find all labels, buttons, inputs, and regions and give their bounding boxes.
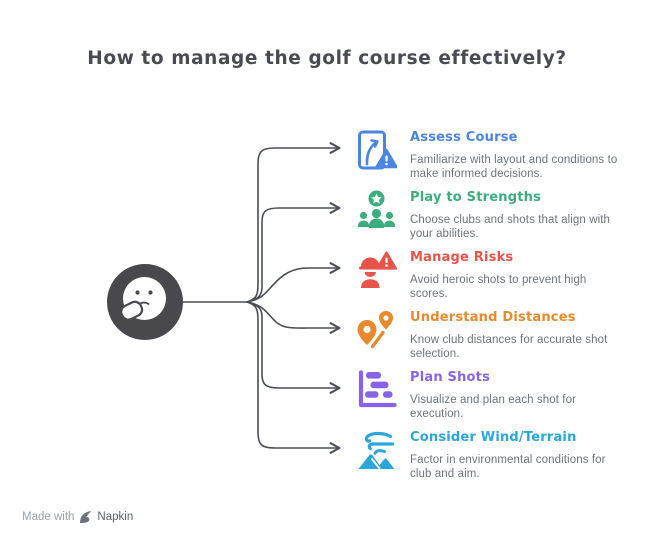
map-route-warning-icon bbox=[358, 130, 397, 170]
branch-item-plan-shots: Plan Shots Visualize and plan each shot … bbox=[356, 370, 625, 421]
gantt-chart-icon bbox=[358, 370, 397, 408]
branch-label: Consider Wind/Terrain bbox=[410, 430, 577, 445]
team-ball-icon bbox=[358, 190, 395, 228]
thinking-face-icon bbox=[120, 277, 166, 321]
branch-description: Avoid heroic shots to prevent high score… bbox=[410, 274, 587, 300]
branch-item-understand-distances: Understand Distances Know club distances… bbox=[356, 310, 625, 361]
worker-warning-icon bbox=[359, 251, 397, 288]
branch-label: Understand Distances bbox=[410, 310, 576, 325]
made-with-napkin-watermark: Made with Napkin bbox=[22, 510, 133, 524]
branch-description: Factor in environmental conditions for c… bbox=[410, 454, 606, 480]
branch-item-play-to-strengths: Play to Strengths Choose clubs and shots… bbox=[356, 190, 625, 241]
branch-arrow-4 bbox=[246, 301, 341, 334]
branch-label: Assess Course bbox=[410, 130, 518, 145]
brand-text: Napkin bbox=[97, 511, 134, 523]
branch-description: Familiarize with layout and conditions t… bbox=[410, 154, 618, 180]
branch-item-consider-wind-terrain: Consider Wind/Terrain Factor in environm… bbox=[356, 430, 625, 481]
branch-label: Plan Shots bbox=[410, 370, 491, 385]
branch-arrow-2 bbox=[246, 202, 341, 303]
branch-description: Choose clubs and shots that align with y… bbox=[410, 214, 611, 240]
wind-terrain-icon bbox=[358, 431, 395, 470]
branch-lines bbox=[182, 142, 341, 454]
branch-label: Play to Strengths bbox=[410, 190, 542, 205]
page-title: How to manage the golf course effectivel… bbox=[87, 48, 567, 69]
branch-arrow-5 bbox=[246, 301, 341, 394]
branch-label: Manage Risks bbox=[410, 250, 514, 265]
napkin-logo-icon bbox=[80, 511, 92, 523]
center-node bbox=[107, 264, 183, 340]
branch-item-manage-risks: Manage Risks Avoid heroic shots to preve… bbox=[356, 250, 625, 301]
branch-description: Visualize and plan each shot for executi… bbox=[410, 394, 577, 420]
branch-arrow-3 bbox=[246, 262, 341, 303]
branch-item-assess-course: Assess Course Familiarize with layout an… bbox=[356, 130, 625, 181]
map-pins-distance-icon bbox=[357, 311, 393, 349]
branch-arrow-6 bbox=[246, 301, 341, 454]
branch-description: Know club distances for accurate shot se… bbox=[410, 334, 608, 360]
made-with-text: Made with bbox=[22, 511, 75, 523]
branch-arrow-1 bbox=[246, 142, 341, 303]
